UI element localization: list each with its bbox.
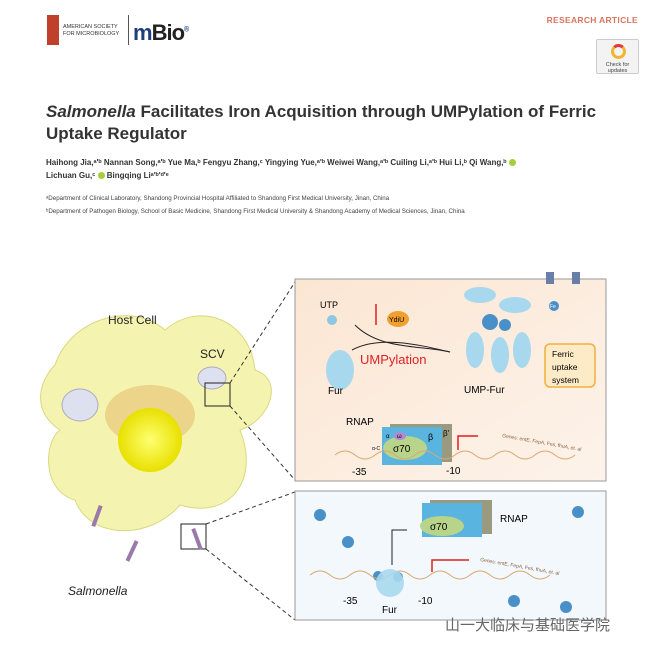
- scv-label: SCV: [200, 347, 225, 361]
- svg-text:α: α: [386, 434, 390, 440]
- orcid-icon[interactable]: [508, 159, 516, 167]
- logo-divider: [128, 15, 129, 45]
- umpylation-label: UMPylation: [360, 352, 426, 367]
- svg-text:-10: -10: [418, 596, 433, 607]
- journal-logo: mBio®: [133, 20, 189, 45]
- affiliation: ᵇDepartment of Pathogen Biology, School …: [46, 208, 465, 215]
- svg-text:-10: -10: [446, 466, 461, 477]
- svg-text:β': β': [443, 429, 450, 438]
- article-type: RESEARCH ARTICLE: [546, 15, 638, 25]
- svg-text:Ferric: Ferric: [552, 349, 574, 359]
- affiliation: ᵃDepartment of Clinical Laboratory, Shan…: [46, 195, 390, 202]
- society-name: AMERICAN SOCIETY FOR MICROBIOLOGY: [63, 24, 120, 37]
- svg-text:-35: -35: [352, 467, 367, 478]
- graphical-abstract: Host Cell SCV Salmonella UTP YdiU Fur UM…: [40, 272, 607, 621]
- svg-text:uptake: uptake: [552, 362, 578, 372]
- zoom-box: [180, 523, 207, 550]
- svg-text:β: β: [428, 432, 433, 442]
- svg-text:UMP-Fur: UMP-Fur: [464, 385, 505, 396]
- asm-logo: [47, 15, 59, 45]
- svg-text:RNAP: RNAP: [346, 417, 374, 428]
- crossmark-icon: [611, 44, 626, 59]
- svg-text:-35: -35: [343, 596, 358, 607]
- svg-text:σ70: σ70: [393, 444, 411, 455]
- svg-text:system: system: [552, 375, 579, 385]
- svg-text:UTP: UTP: [320, 300, 338, 310]
- svg-text:α-C: α-C: [372, 446, 381, 452]
- svg-text:ω: ω: [397, 434, 402, 440]
- zoom-box: [204, 382, 231, 407]
- article-title: Salmonella Facilitates Iron Acquisition …: [46, 102, 597, 143]
- svg-text:Fur: Fur: [382, 605, 398, 616]
- watermark: 山一大临床与基础医学院: [445, 617, 611, 634]
- ump-fur-complex: [464, 287, 531, 373]
- svg-text:RNAP: RNAP: [500, 514, 528, 525]
- svg-text:Fur: Fur: [328, 386, 344, 397]
- nucleus: [118, 408, 182, 472]
- host-cell-label: Host Cell: [108, 313, 157, 327]
- orcid-icon[interactable]: [97, 172, 105, 180]
- author-list: Haihong Jia,ᵃ'ᵇ Nannan Song,ᵃ'ᵇ Yue Ma,ᵇ…: [46, 156, 626, 182]
- svg-text:YdiU: YdiU: [389, 317, 404, 324]
- scv-vacuole: [61, 388, 99, 422]
- svg-text:σ70: σ70: [430, 522, 448, 533]
- check-for-updates-button[interactable]: Check for updates: [596, 39, 639, 74]
- svg-text:Fe: Fe: [550, 304, 556, 310]
- scv-vacuole: [197, 366, 227, 390]
- salmonella-label: Salmonella: [68, 584, 128, 598]
- salmonella-bacteria: [91, 504, 203, 562]
